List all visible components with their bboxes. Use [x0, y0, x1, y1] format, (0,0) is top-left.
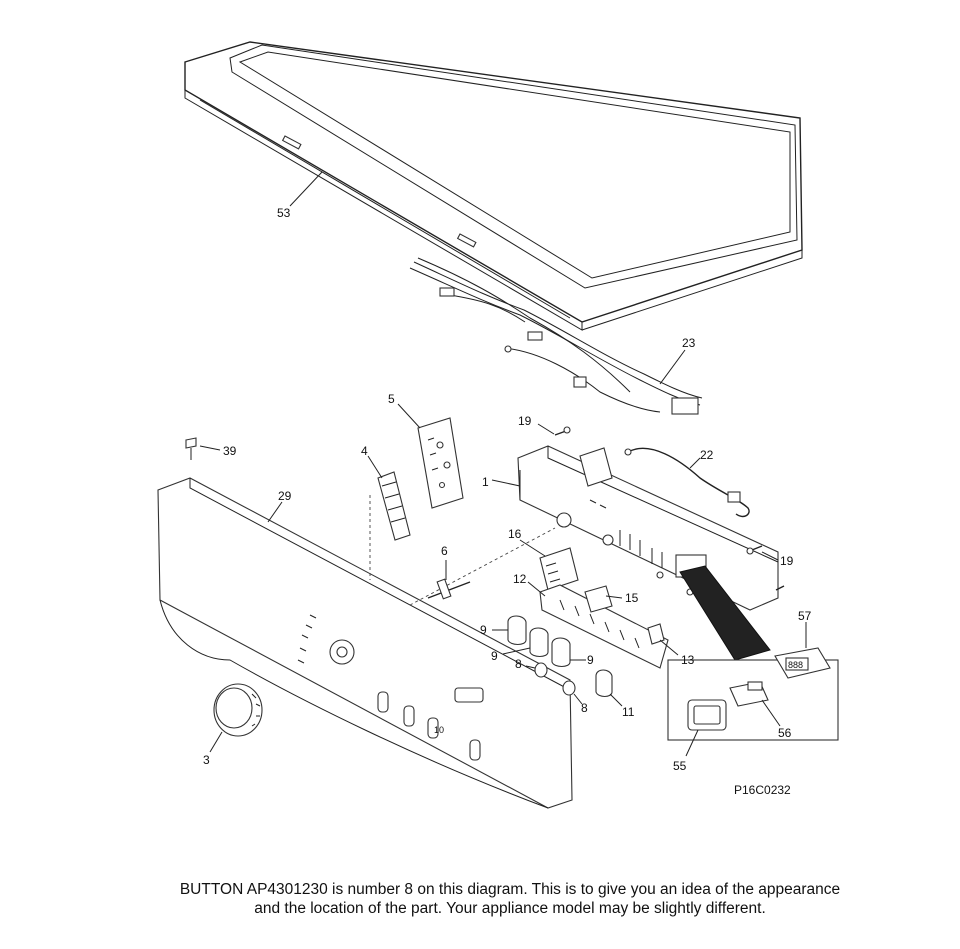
leader-23	[659, 349, 686, 385]
leader-5	[397, 403, 421, 429]
part-29-front-panel	[157, 477, 573, 809]
label-8a: 8	[515, 657, 522, 671]
inset-panel: 888	[667, 647, 839, 741]
part-9-button-c	[551, 637, 571, 668]
label-23: 23	[682, 336, 696, 350]
leader-8a	[525, 665, 536, 669]
leader-22	[689, 457, 701, 469]
label-13: 13	[681, 653, 695, 667]
caption-line-2: and the location of the part. Your appli…	[254, 900, 766, 917]
part-9-button-b	[529, 627, 549, 658]
part-8-button-b	[562, 680, 576, 696]
label-39: 39	[223, 444, 237, 458]
part-23-wire-harness	[409, 257, 703, 415]
part-9-button-a	[507, 615, 527, 646]
leader-29	[267, 501, 283, 523]
label-3: 3	[203, 753, 210, 767]
leader-4	[367, 455, 383, 479]
part-6-shaft	[427, 578, 471, 600]
leader-8b	[573, 693, 583, 705]
leader-1	[491, 479, 521, 487]
leader-56	[761, 699, 781, 727]
label-22: 22	[700, 448, 714, 462]
part-5-board	[417, 417, 464, 509]
leader-13	[659, 639, 679, 656]
part-55-button	[687, 699, 727, 731]
part-15-board	[584, 585, 613, 613]
caption-line-1: BUTTON AP4301230 is number 8 on this dia…	[179, 881, 841, 898]
zoom-wedge	[679, 565, 771, 661]
label-16: 16	[508, 527, 522, 541]
exploded-parts-diagram: 53 23 5 19 22	[157, 41, 839, 809]
part-3-knob	[213, 683, 263, 737]
label-10: 10	[434, 725, 444, 735]
part-19-screw-top	[554, 426, 571, 436]
leader-19b	[761, 551, 779, 561]
svg-text:888: 888	[788, 660, 803, 670]
part-11-button	[595, 669, 613, 698]
diagram-code: P16C0232	[734, 783, 791, 797]
leader-55	[685, 729, 699, 757]
part-1-control-housing	[517, 445, 779, 611]
label-12: 12	[513, 572, 527, 586]
leader-39	[199, 445, 221, 451]
part-53-top-cover	[184, 41, 803, 331]
part-16-board	[539, 547, 579, 591]
part-8-button-a	[534, 662, 548, 678]
leader-15	[605, 595, 623, 599]
label-15: 15	[625, 591, 639, 605]
label-57: 57	[798, 609, 812, 623]
label-29: 29	[278, 489, 292, 503]
leader-9b	[502, 647, 531, 655]
diagram-caption: BUTTON AP4301230 is number 8 on this dia…	[130, 880, 890, 918]
label-5: 5	[388, 392, 395, 406]
part-4-board	[377, 471, 411, 541]
leader-53	[289, 171, 323, 207]
label-9b: 9	[491, 649, 498, 663]
label-11: 11	[622, 705, 635, 719]
leader-11	[609, 693, 623, 707]
part-39-screw	[185, 437, 197, 460]
label-55: 55	[673, 759, 687, 773]
label-19a: 19	[518, 414, 532, 428]
leader-19a	[537, 423, 555, 435]
part-13-connector	[647, 623, 665, 645]
part-57-display: 888	[774, 647, 831, 679]
leader-16	[519, 539, 546, 557]
label-1: 1	[482, 475, 489, 489]
label-6: 6	[441, 544, 448, 558]
part-19-screw-right	[746, 545, 785, 591]
part-56-button	[729, 681, 769, 707]
part-12-strip	[539, 584, 669, 669]
leader-12	[527, 581, 546, 597]
label-9a: 9	[480, 623, 487, 637]
leader-3	[209, 731, 223, 753]
label-4: 4	[361, 444, 368, 458]
label-56: 56	[778, 726, 792, 740]
label-9c: 9	[587, 653, 594, 667]
label-8b: 8	[581, 701, 588, 715]
label-53: 53	[277, 206, 291, 220]
label-19b: 19	[780, 554, 794, 568]
part-22-wire	[624, 447, 750, 518]
